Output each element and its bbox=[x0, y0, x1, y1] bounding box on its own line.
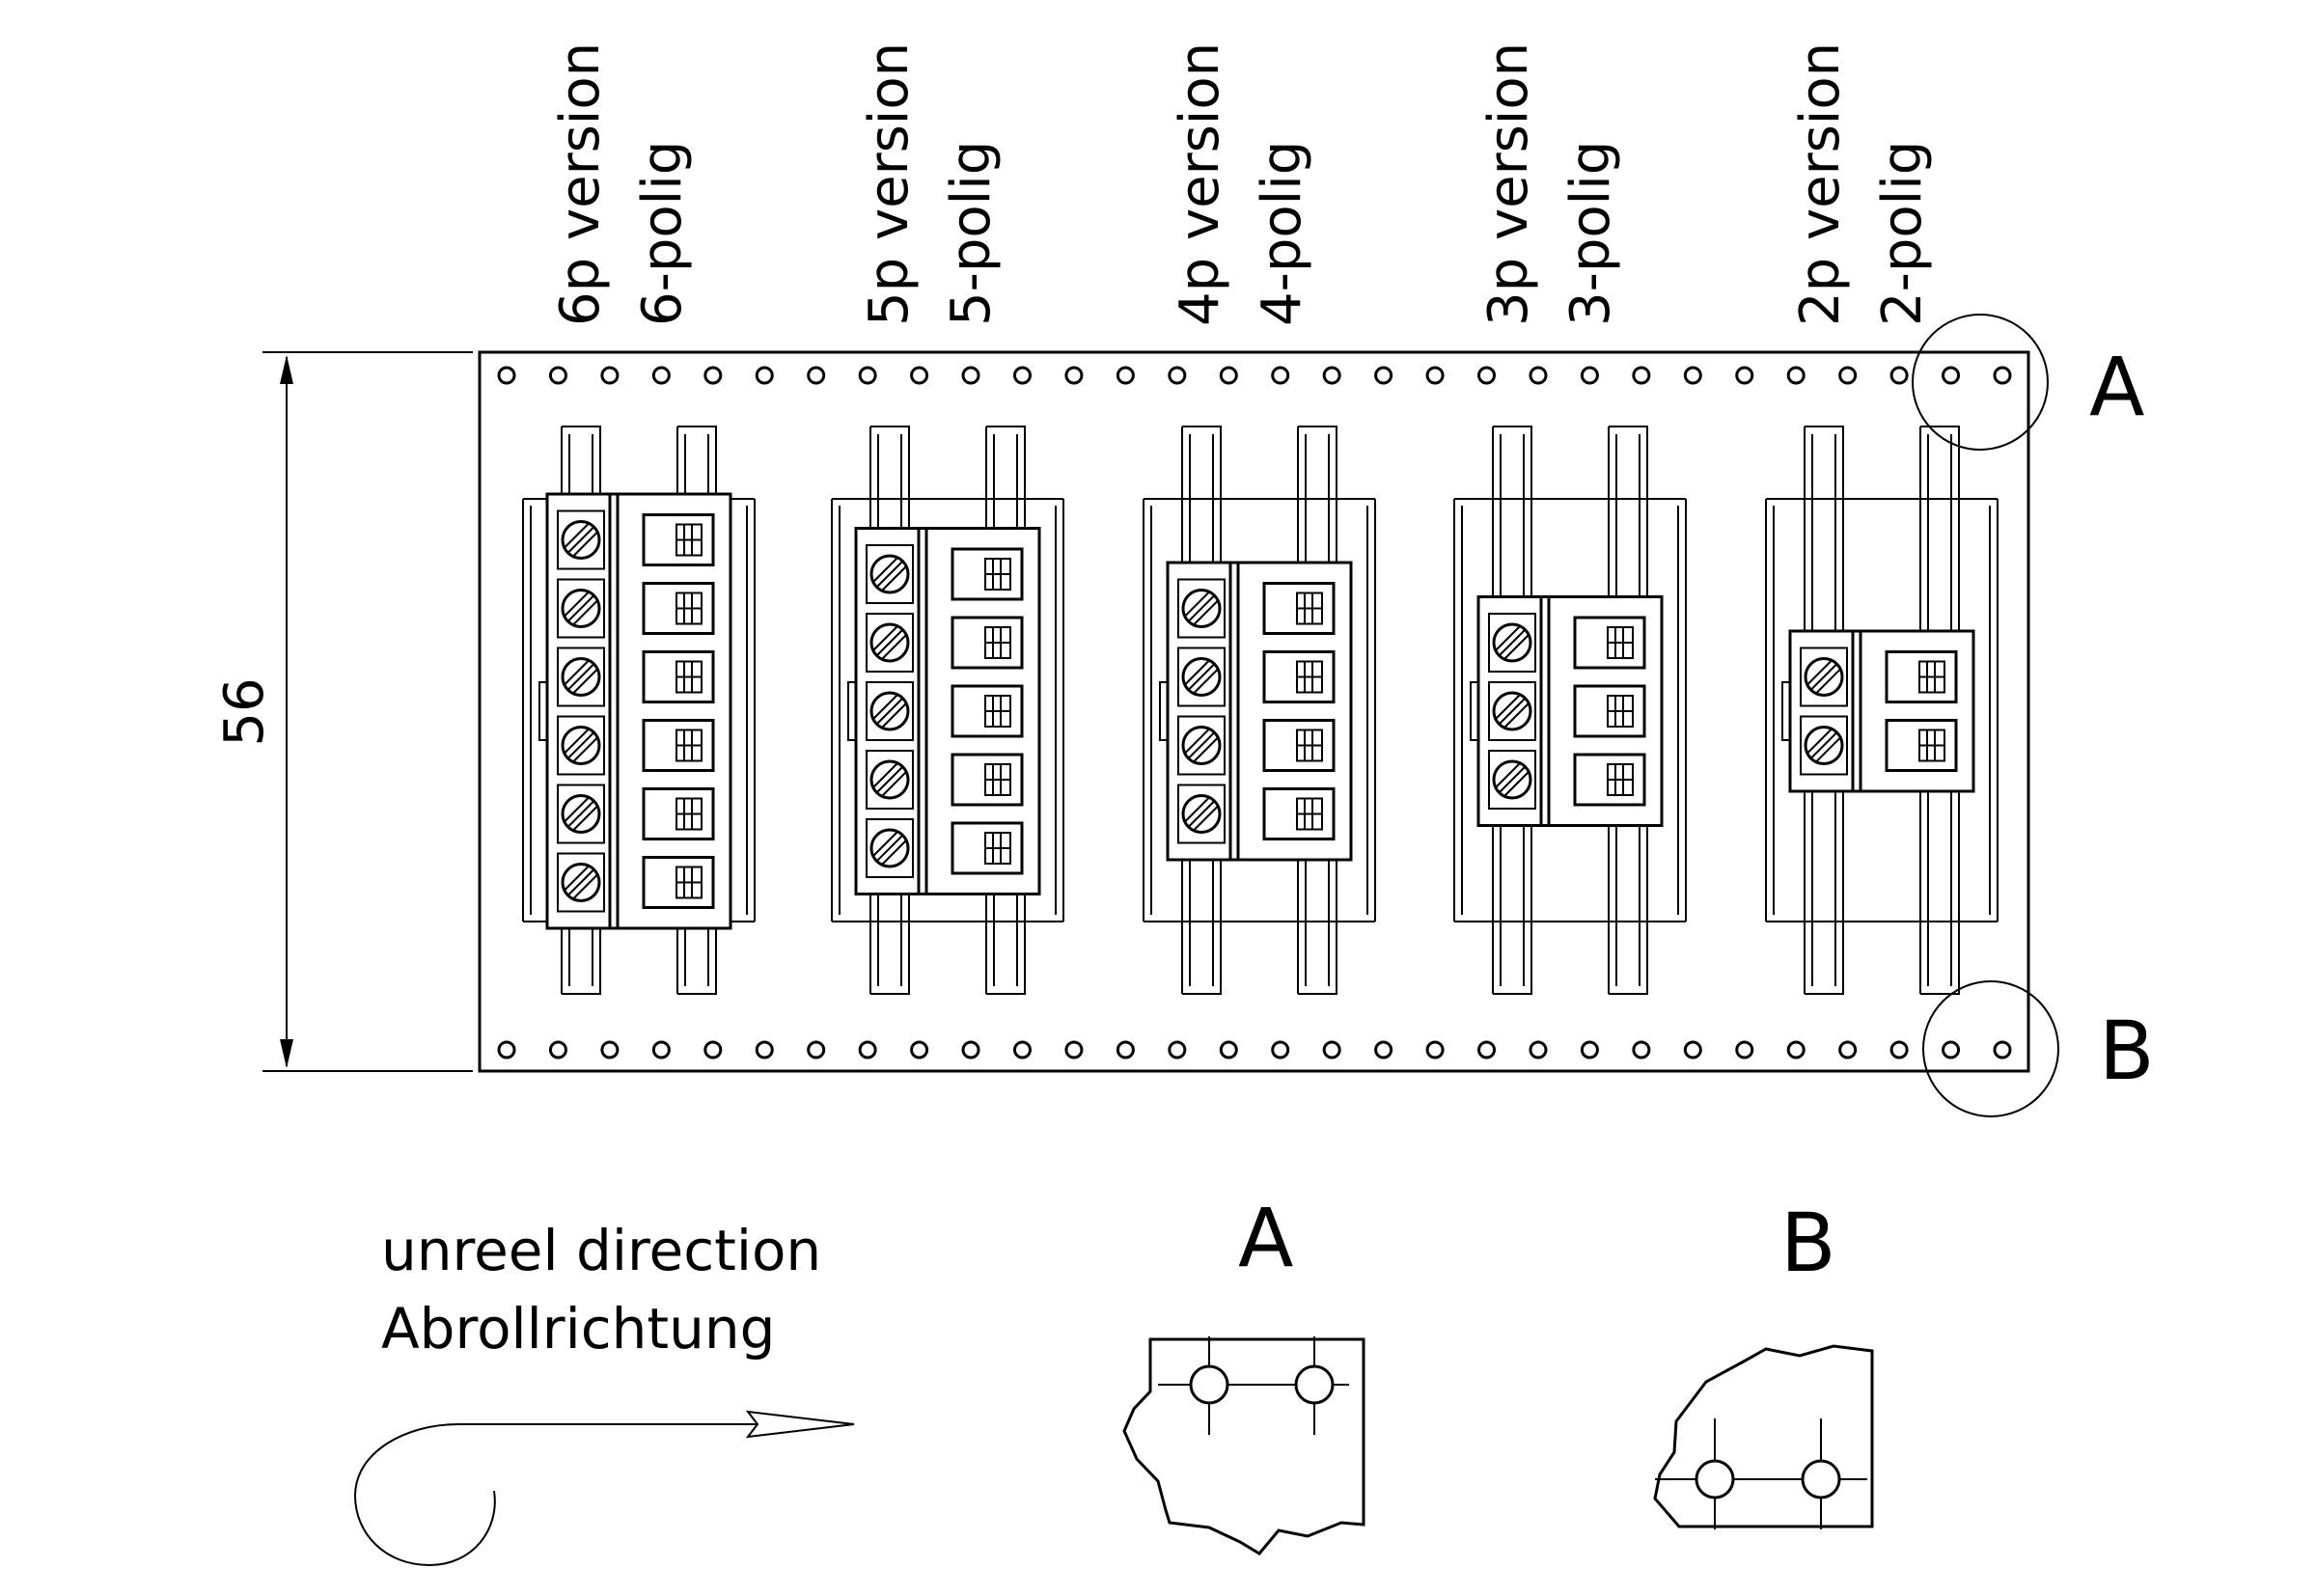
sprocket-hole-top bbox=[1580, 366, 1599, 385]
sprocket-hole-top bbox=[755, 366, 774, 385]
sprocket-hole-bottom bbox=[1838, 1040, 1858, 1059]
sprocket-hole-top bbox=[1322, 366, 1341, 385]
sprocket-hole-bottom bbox=[1168, 1040, 1187, 1059]
version-label-de: 3-polig bbox=[1559, 141, 1622, 326]
version-label-de: 5-polig bbox=[940, 141, 1003, 326]
sprocket-hole-bottom bbox=[1683, 1040, 1702, 1059]
version-label-en: 4p version bbox=[1169, 42, 1231, 326]
sprocket-hole-bottom bbox=[651, 1040, 671, 1059]
connector-4p bbox=[1143, 426, 1376, 995]
sprocket-hole-bottom bbox=[1322, 1040, 1341, 1059]
sprocket-hole-top bbox=[1271, 366, 1290, 385]
sprocket-hole-bottom bbox=[1942, 1040, 1961, 1059]
marker-circle-a bbox=[1912, 314, 2049, 451]
sprocket-hole-bottom bbox=[1012, 1040, 1032, 1059]
sprocket-hole-top bbox=[651, 366, 671, 385]
sprocket-hole-bottom bbox=[497, 1040, 516, 1059]
version-label-en: 6p version bbox=[549, 42, 612, 326]
sprocket-hole-top bbox=[703, 366, 723, 385]
detail-b-title: B bbox=[1780, 1196, 1836, 1290]
sprocket-hole-bottom bbox=[1632, 1040, 1651, 1059]
sprocket-hole-bottom bbox=[1477, 1040, 1497, 1059]
sprocket-hole-top bbox=[1477, 366, 1497, 385]
sprocket-hole-top bbox=[1786, 366, 1806, 385]
connector-5p bbox=[831, 426, 1064, 995]
connector-2p bbox=[1765, 426, 1999, 995]
detail-b-hole-left bbox=[1695, 1459, 1735, 1500]
version-label-de: 6-polig bbox=[631, 141, 694, 326]
sprocket-hole-top bbox=[961, 366, 980, 385]
sprocket-hole-top bbox=[1116, 366, 1135, 385]
detail-b-hole-right bbox=[1801, 1459, 1841, 1500]
sprocket-hole-top bbox=[910, 366, 929, 385]
version-label-de: 2-polig bbox=[1871, 141, 1934, 326]
detail-a-view bbox=[1122, 1336, 1365, 1555]
sprocket-hole-top bbox=[807, 366, 826, 385]
sprocket-hole-bottom bbox=[1374, 1040, 1393, 1059]
sprocket-hole-bottom bbox=[1116, 1040, 1135, 1059]
sprocket-hole-top bbox=[1374, 366, 1393, 385]
sprocket-hole-bottom bbox=[807, 1040, 826, 1059]
sprocket-hole-bottom bbox=[1786, 1040, 1806, 1059]
sprocket-hole-bottom bbox=[858, 1040, 877, 1059]
sprocket-hole-bottom bbox=[703, 1040, 723, 1059]
sprocket-hole-bottom bbox=[1580, 1040, 1599, 1059]
sprocket-hole-top bbox=[1012, 366, 1032, 385]
sprocket-hole-bottom bbox=[755, 1040, 774, 1059]
connector-3p bbox=[1453, 426, 1687, 995]
sprocket-hole-top bbox=[1838, 366, 1858, 385]
unreel-arrow bbox=[353, 1410, 855, 1567]
sprocket-hole-bottom bbox=[1889, 1040, 1909, 1059]
sprocket-hole-top bbox=[1632, 366, 1651, 385]
detail-a-hole-right bbox=[1294, 1364, 1335, 1405]
sprocket-hole-top bbox=[1683, 366, 1702, 385]
sprocket-hole-top bbox=[858, 366, 877, 385]
detail-a-hole-left bbox=[1189, 1364, 1229, 1405]
sprocket-hole-top bbox=[1064, 366, 1084, 385]
sprocket-hole-top bbox=[1993, 366, 2012, 385]
detail-b-view bbox=[1653, 1344, 1874, 1529]
dimension-56: 56 bbox=[213, 351, 473, 1072]
sprocket-hole-top bbox=[1219, 366, 1238, 385]
sprocket-hole-top bbox=[548, 366, 567, 385]
marker-circle-b bbox=[1922, 980, 2059, 1117]
direction-label-en: unreel direction bbox=[381, 1218, 821, 1283]
sprocket-hole-bottom bbox=[961, 1040, 980, 1059]
sprocket-hole-bottom bbox=[1735, 1040, 1754, 1059]
version-label-en: 5p version bbox=[858, 42, 921, 326]
version-label-en: 2p version bbox=[1789, 42, 1852, 326]
sprocket-hole-top bbox=[1735, 366, 1754, 385]
sprocket-hole-bottom bbox=[1271, 1040, 1290, 1059]
sprocket-hole-top bbox=[1168, 366, 1187, 385]
sprocket-hole-bottom bbox=[1425, 1040, 1445, 1059]
dimension-value: 56 bbox=[213, 677, 276, 746]
sprocket-hole-bottom bbox=[1529, 1040, 1548, 1059]
sprocket-hole-bottom bbox=[548, 1040, 567, 1059]
sprocket-hole-top bbox=[1889, 366, 1909, 385]
sprocket-hole-top bbox=[600, 366, 620, 385]
version-label-en: 3p version bbox=[1477, 42, 1540, 326]
connector-6p bbox=[522, 426, 756, 995]
sprocket-hole-top bbox=[1425, 366, 1445, 385]
marker-label-a: A bbox=[2089, 340, 2144, 434]
sprocket-hole-bottom bbox=[1219, 1040, 1238, 1059]
direction-label-de: Abrollrichtung bbox=[381, 1296, 775, 1362]
sprocket-hole-top bbox=[497, 366, 516, 385]
version-label-de: 4-polig bbox=[1251, 141, 1313, 326]
terminal-block-connectors bbox=[522, 426, 1999, 995]
sprocket-hole-top bbox=[1942, 366, 1961, 385]
sprocket-hole-top bbox=[1529, 366, 1548, 385]
sprocket-hole-bottom bbox=[910, 1040, 929, 1059]
detail-a-title: A bbox=[1238, 1191, 1293, 1285]
marker-label-b: B bbox=[2099, 1004, 2155, 1098]
sprocket-hole-bottom bbox=[1064, 1040, 1084, 1059]
sprocket-hole-bottom bbox=[1993, 1040, 2012, 1059]
version-labels: 6p version 6-polig 5p version 5-polig 4p ver… bbox=[549, 42, 1934, 326]
carrier-tape-outline bbox=[478, 350, 2030, 1073]
sprocket-holes bbox=[497, 366, 2012, 1059]
sprocket-hole-bottom bbox=[600, 1040, 620, 1059]
